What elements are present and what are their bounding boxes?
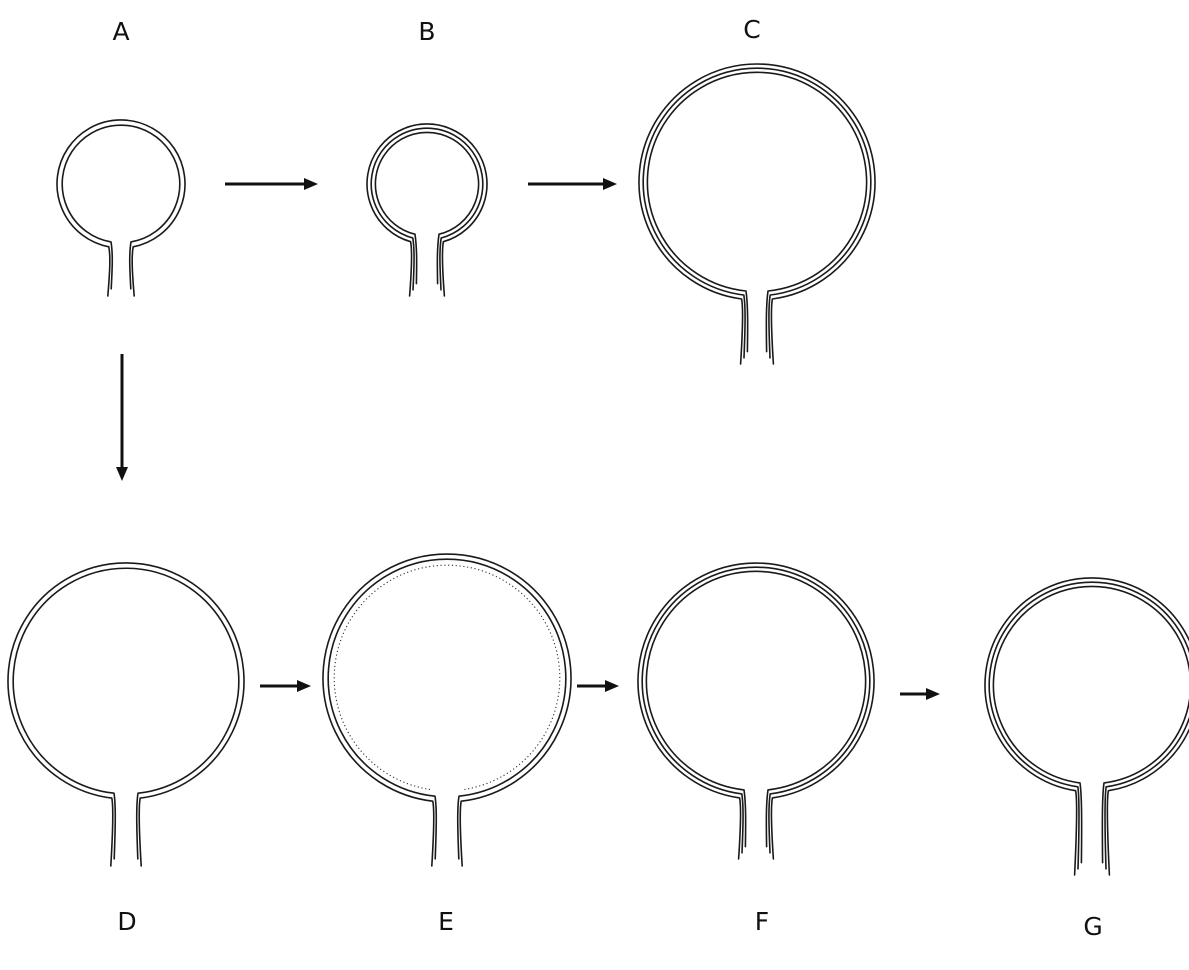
bulb-wall-layer: [646, 71, 868, 353]
bulb-stage-f: [637, 562, 875, 860]
bulb-wall-layer: [641, 566, 871, 854]
arrow-d-to-e: [260, 680, 311, 692]
stage-label-a: A: [112, 17, 129, 46]
bulb-wall-layer: [988, 581, 1189, 870]
stage-label-b: B: [418, 17, 435, 46]
arrow-f-to-g: [900, 688, 940, 700]
bulb-wall-layer: [7, 562, 245, 867]
bulb-wall-layer: [370, 127, 484, 291]
bulb-wall-layer: [645, 570, 867, 848]
bulb-wall-layer: [327, 558, 567, 860]
bulb-stage-g: [984, 577, 1189, 876]
bulb-wall-layer: [638, 63, 876, 365]
stage-label-g: G: [1083, 912, 1102, 941]
bulb-wall-layer: [374, 131, 480, 285]
bulb-wall-layer: [61, 124, 181, 290]
bulb-stage-c: [638, 63, 876, 365]
bulb-stage-e: [322, 553, 572, 867]
bulb-dotted-lining: [333, 564, 561, 791]
stage-label-d: D: [117, 907, 136, 936]
arrow-a-to-b: [225, 178, 318, 190]
bulb-wall-layer: [12, 567, 240, 860]
stage-label-f: F: [755, 907, 769, 936]
bulb-stage-b: [366, 123, 488, 297]
bulb-wall-layer: [992, 585, 1189, 864]
bulb-wall-layer: [56, 119, 186, 297]
bulb-wall-layer: [637, 562, 875, 860]
bulb-stage-d: [7, 562, 245, 867]
bulb-wall-layer: [642, 67, 872, 359]
stage-label-e: E: [438, 907, 454, 936]
arrow-b-to-c: [528, 178, 617, 190]
bulb-stage-a: [56, 119, 186, 297]
arrow-e-to-f: [577, 680, 619, 692]
bulb-wall-layer: [984, 577, 1189, 876]
stage-label-c: C: [743, 15, 760, 44]
bulb-wall-layer: [366, 123, 488, 297]
arrow-a-to-d: [116, 354, 128, 481]
bulb-wall-layer: [322, 553, 572, 867]
